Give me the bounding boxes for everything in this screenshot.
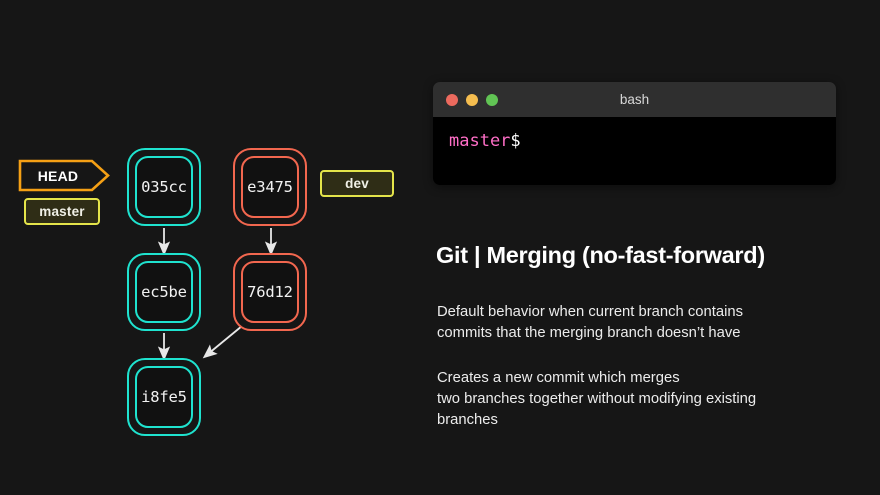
graph-edges — [157, 228, 278, 361]
description-paragraph-2: Creates a new commit which merges two br… — [437, 370, 757, 428]
commit-hash-label: ec5be — [141, 283, 187, 301]
maximize-button-icon[interactable] — [486, 93, 498, 106]
terminal-prompt-sigil: $ — [510, 131, 521, 151]
branch-chip-dev[interactable]: dev — [320, 170, 394, 197]
edge-76d12-i8fe5 — [202, 325, 243, 359]
terminal-body[interactable]: master$ — [433, 117, 836, 185]
terminal-prompt-branch: master — [449, 131, 511, 151]
commit-hash-label: 76d12 — [247, 283, 293, 301]
commit-node-ec5be[interactable]: ec5be — [127, 253, 201, 331]
head-label: HEAD — [37, 167, 79, 184]
commit-node-inner: i8fe5 — [135, 366, 193, 428]
right-panel: bash master$ Git | Merging (no-fast-forw… — [433, 0, 880, 495]
head-arrow-icon — [18, 159, 110, 192]
terminal-title-bar[interactable]: bash — [433, 82, 836, 117]
close-button-icon[interactable] — [446, 93, 458, 106]
head-pointer[interactable]: HEAD — [18, 159, 110, 192]
commit-node-035cc[interactable]: 035cc — [127, 148, 201, 226]
commit-node-e3475[interactable]: e3475 — [233, 148, 307, 226]
commit-graph: HEAD master dev 035cc ec5be i8fe5 e3475 — [0, 0, 430, 495]
commit-node-inner: 035cc — [135, 156, 193, 218]
commit-node-inner: e3475 — [241, 156, 299, 218]
window-controls — [446, 93, 498, 106]
description-paragraph-1: Default behavior when current branch con… — [437, 304, 743, 341]
page-title: Git | Merging (no-fast-forward) — [436, 242, 765, 268]
commit-node-inner: ec5be — [135, 261, 193, 323]
branch-chip-master[interactable]: master — [24, 198, 100, 225]
commit-node-inner: 76d12 — [241, 261, 299, 323]
terminal-window: bash master$ — [433, 82, 836, 185]
commit-node-76d12[interactable]: 76d12 — [233, 253, 307, 331]
commit-node-i8fe5[interactable]: i8fe5 — [127, 358, 201, 436]
terminal-title: bash — [619, 92, 650, 107]
commit-hash-label: 035cc — [141, 178, 187, 196]
minimize-button-icon[interactable] — [466, 93, 478, 106]
commit-hash-label: e3475 — [247, 178, 293, 196]
commit-hash-label: i8fe5 — [141, 388, 187, 406]
